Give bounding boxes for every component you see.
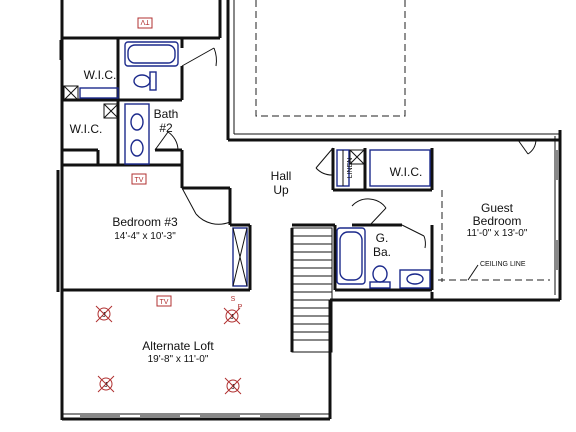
junction-box-2: J [223, 307, 241, 325]
wic-right-label: W.I.C. [390, 165, 423, 179]
stairs [290, 227, 333, 353]
bath2-label-2: #2 [159, 121, 173, 135]
bedroom3-label: Bedroom #3 [112, 215, 178, 229]
linen-label: LINEN [347, 158, 354, 179]
guest-bedroom-dimensions: 11'-0" x 13'-0" [467, 228, 528, 239]
wic-top-label: W.I.C. [84, 68, 117, 82]
switch-symbol: S P [231, 296, 243, 311]
junction-box-3: J [97, 375, 115, 393]
bedroom3-dimensions: 14'-4" x 10'-3" [114, 231, 176, 242]
ceiling-line-label: CEILING LINE [480, 261, 526, 268]
loft-dimensions: 19'-8" x 11'-0" [148, 354, 209, 365]
svg-text:J: J [230, 314, 234, 321]
guest-bedroom-label-2: Bedroom [473, 214, 522, 228]
walls [56, 0, 562, 421]
doors [154, 47, 537, 249]
room-labels: W.I.C. W.I.C. Bath #2 Hall Up LINEN W.I.… [70, 68, 528, 365]
tv-outlet-loft [156, 295, 172, 307]
fixtures [79, 41, 431, 289]
junction-box-1: J [95, 305, 113, 323]
junction-box-4: J [224, 377, 242, 395]
gba-label-2: Ba. [373, 245, 391, 259]
bath2-label-1: Bath [154, 107, 179, 121]
hall-label-2: Up [273, 183, 289, 197]
wic-left-label: W.I.C. [70, 122, 103, 136]
svg-text:J: J [102, 312, 106, 319]
tv-label-bedroom: TV [135, 177, 144, 184]
dashed-lines [255, 0, 550, 282]
tv-outlet-bedroom [131, 173, 147, 185]
guest-bedroom-label-1: Guest [481, 201, 514, 215]
ceiling-line-callout: CEILING LINE [467, 261, 526, 281]
gba-label-1: G. [376, 231, 389, 245]
loft-label: Alternate Loft [142, 339, 214, 353]
tv-label-flipped: TV [140, 18, 149, 25]
tv-label-loft: TV [160, 299, 169, 306]
tv-outlet-top [137, 17, 153, 29]
hall-label-1: Hall [271, 169, 292, 183]
svg-text:J: J [104, 382, 108, 389]
electrical: TV TV TV J J J J S P [95, 17, 243, 395]
windows [59, 40, 558, 417]
chases [63, 85, 365, 165]
svg-text:J: J [231, 384, 235, 391]
svg-text:S: S [231, 296, 236, 303]
svg-text:P: P [238, 304, 243, 311]
